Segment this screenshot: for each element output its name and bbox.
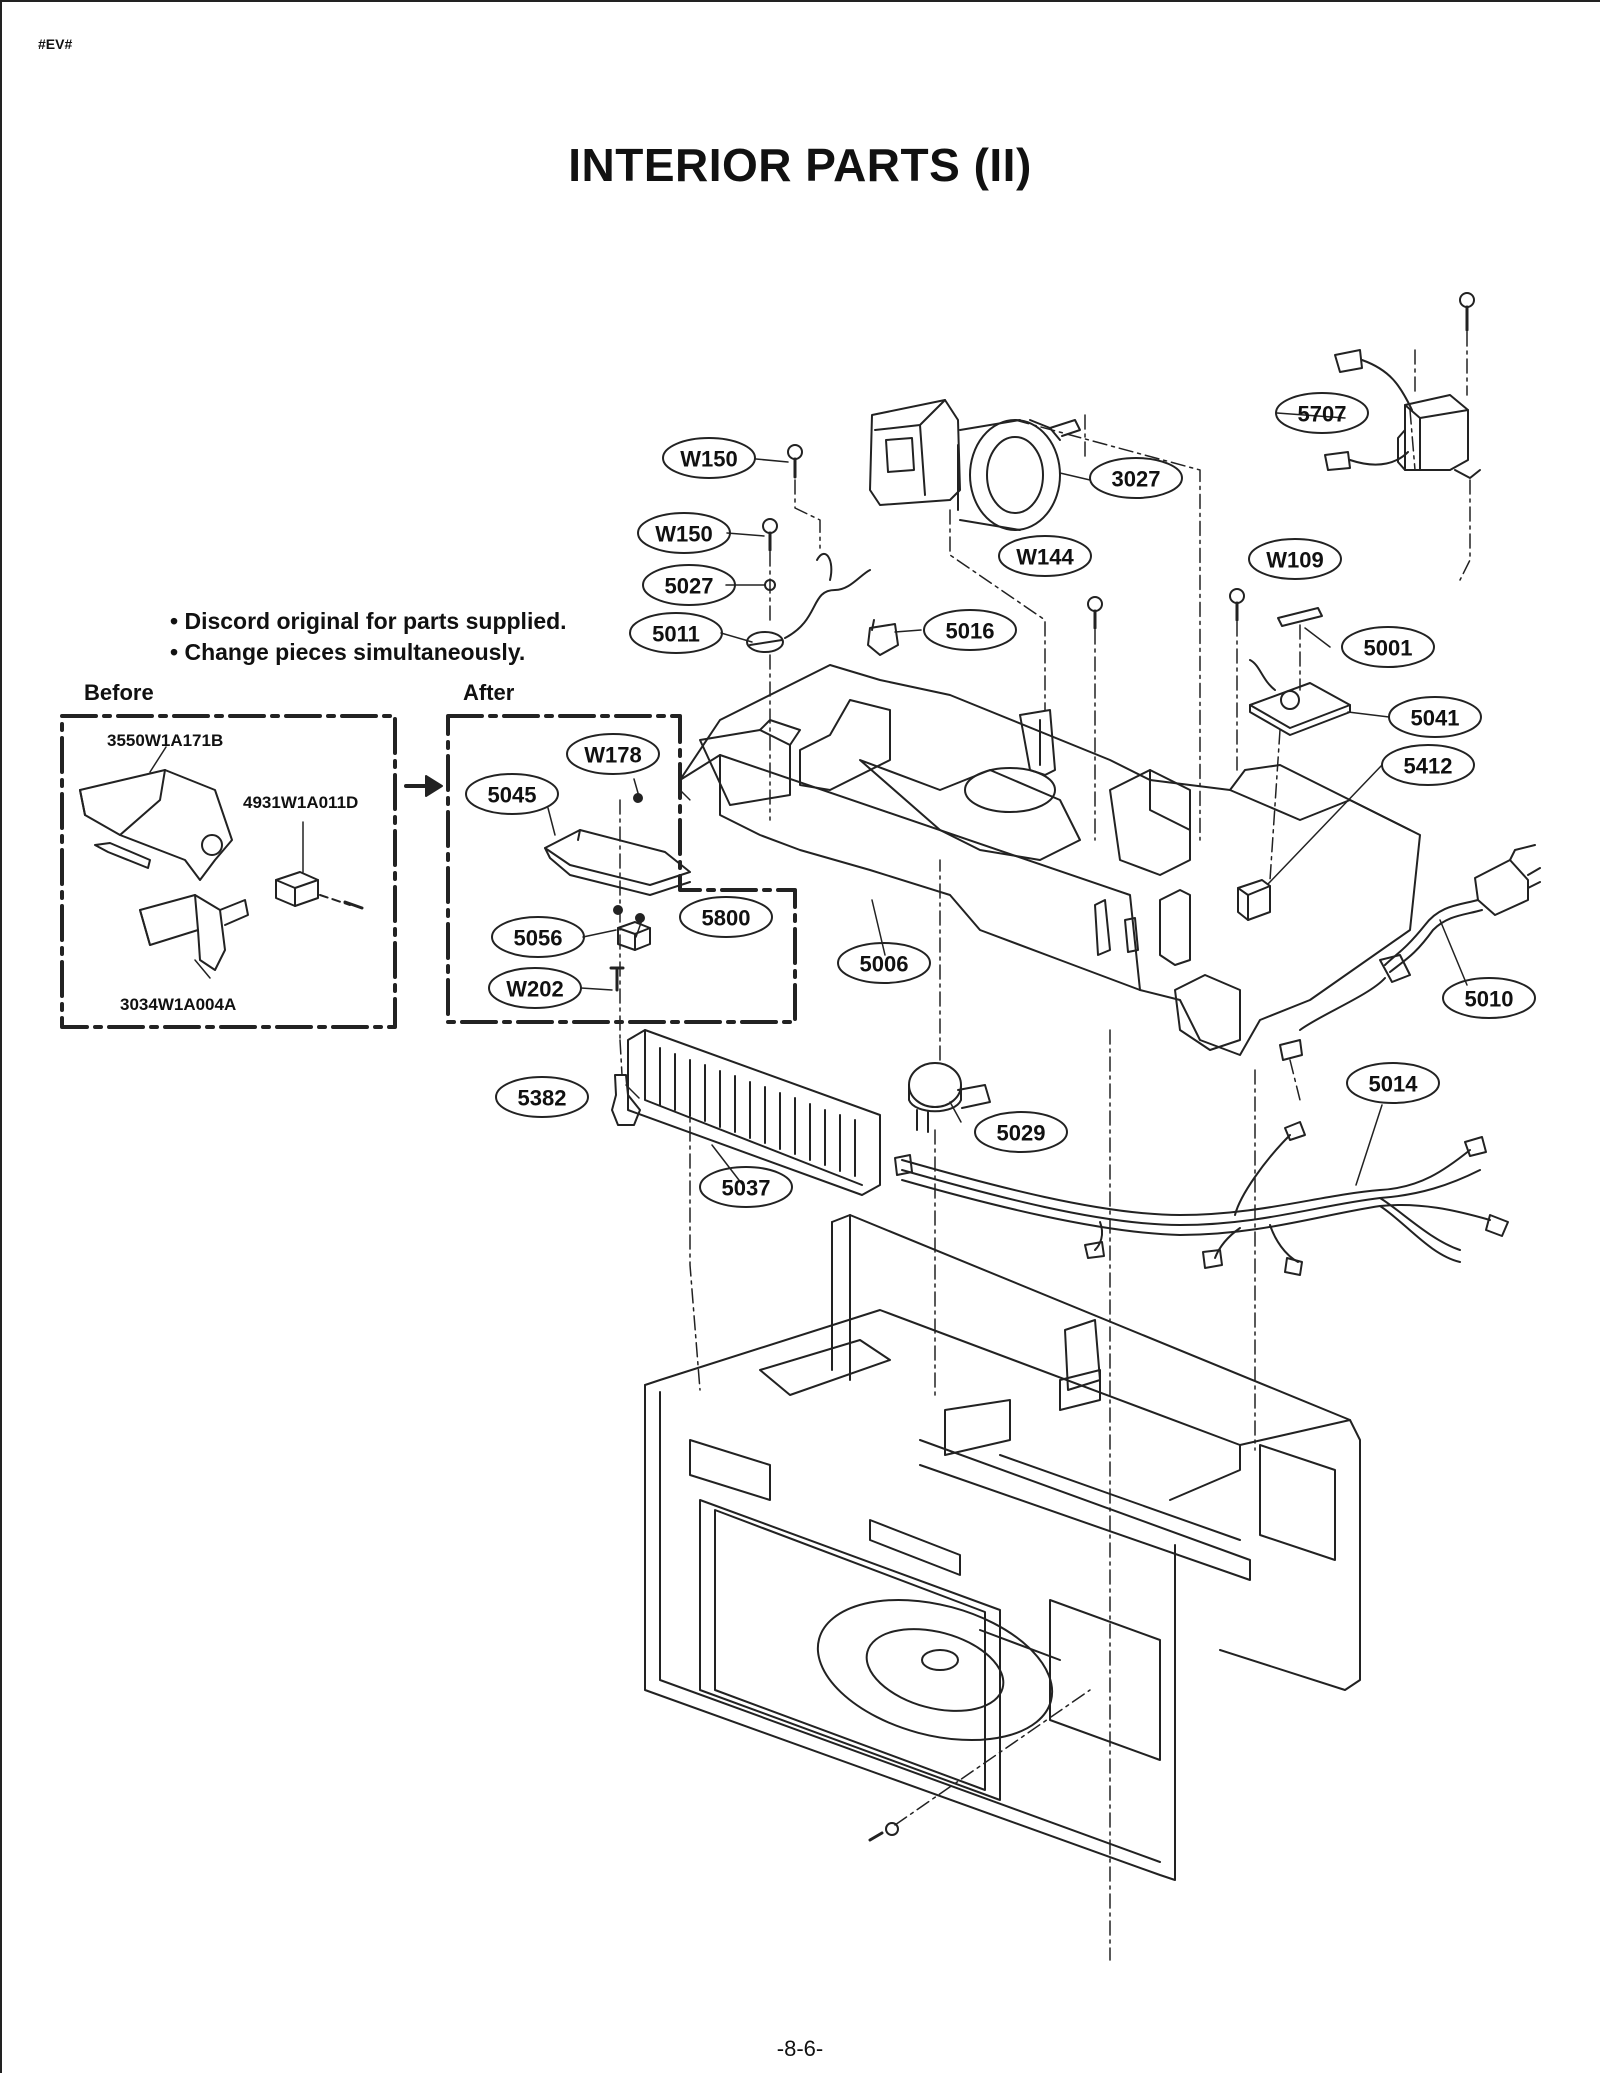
- relay-part: [1237, 879, 1271, 921]
- thermistor-part: [867, 619, 899, 656]
- callout-w178: W178: [584, 743, 641, 768]
- arrow-right-icon: [404, 775, 443, 797]
- callout-w150-upper: W150: [680, 447, 737, 472]
- callout-ovals: [465, 392, 1536, 1208]
- page-title: INTERIOR PARTS (II): [568, 139, 1032, 191]
- note-2: Change pieces simultaneously.: [170, 637, 567, 668]
- before-part-3034W1A004A: 3034W1A004A: [120, 995, 236, 1014]
- cavity-chassis-part: [644, 1214, 1361, 1881]
- thermal-cutout-part: [746, 552, 871, 653]
- before-bracket-part: [139, 894, 249, 971]
- before-box: [60, 714, 397, 1029]
- grille-part: [627, 1029, 881, 1196]
- before-screwdriver-part: [94, 842, 151, 869]
- notes: Discord original for parts supplied. Cha…: [170, 606, 567, 668]
- callout-5707: 5707: [1298, 402, 1347, 427]
- callout-5037: 5037: [722, 1176, 771, 1201]
- after-switch-part: [617, 921, 651, 951]
- screw-transformer: [1459, 292, 1475, 332]
- fan-motor-part: [869, 399, 1081, 531]
- before-part-4931W1A011D: 4931W1A011D: [243, 793, 358, 812]
- screw-w144: [1087, 596, 1103, 630]
- callout-5045: 5045: [488, 783, 537, 808]
- callout-5010: 5010: [1465, 987, 1514, 1012]
- wire-harness-part: [894, 1121, 1509, 1276]
- callout-5041: 5041: [1411, 706, 1460, 731]
- leader-lines: [149, 412, 1468, 1186]
- before-part-3550W1A171B: 3550W1A171B: [107, 731, 223, 750]
- after-box: [446, 714, 797, 1024]
- power-cord-part: [1279, 844, 1541, 1061]
- callout-5412: 5412: [1404, 754, 1453, 779]
- callout-5382: 5382: [518, 1086, 567, 1111]
- transformer-part: [1324, 349, 1481, 479]
- header-code: #EV#: [38, 36, 73, 52]
- screw-w150-upper: [787, 444, 803, 479]
- screw-w150-lower: [762, 518, 778, 552]
- screw-w109: [1229, 588, 1245, 622]
- screw-cavity: [868, 1822, 899, 1842]
- callout-3027: 3027: [1112, 467, 1161, 492]
- after-heading: After: [463, 680, 515, 705]
- callout-5056: 5056: [514, 926, 563, 951]
- before-heading: Before: [84, 680, 154, 705]
- callout-5029: 5029: [997, 1121, 1046, 1146]
- callout-5800: 5800: [702, 906, 751, 931]
- lever-part: [611, 1074, 641, 1126]
- stirrer-motor-part: [908, 1062, 991, 1133]
- after-bracket-part: [544, 829, 691, 896]
- assembly-lines: [679, 331, 1471, 1961]
- callout-w150-lower: W150: [655, 522, 712, 547]
- callout-w202: W202: [506, 977, 563, 1002]
- callout-5027: 5027: [665, 574, 714, 599]
- callout-5006: 5006: [860, 952, 909, 977]
- noise-filter-board-part: [1249, 659, 1351, 736]
- callout-5014: 5014: [1369, 1072, 1419, 1097]
- base-tray-part: [679, 664, 1421, 1056]
- page-number: -8-6-: [776, 2036, 824, 2061]
- callout-5016: 5016: [946, 619, 995, 644]
- callout-w144: W144: [1016, 545, 1074, 570]
- callout-5001: 5001: [1364, 636, 1413, 661]
- before-cover-part: [79, 769, 233, 881]
- before-switch-part: [275, 871, 364, 910]
- callout-5011: 5011: [652, 622, 700, 647]
- fuse-part: [1277, 607, 1323, 627]
- note-1: Discord original for parts supplied.: [170, 606, 566, 637]
- callout-w109: W109: [1266, 548, 1323, 573]
